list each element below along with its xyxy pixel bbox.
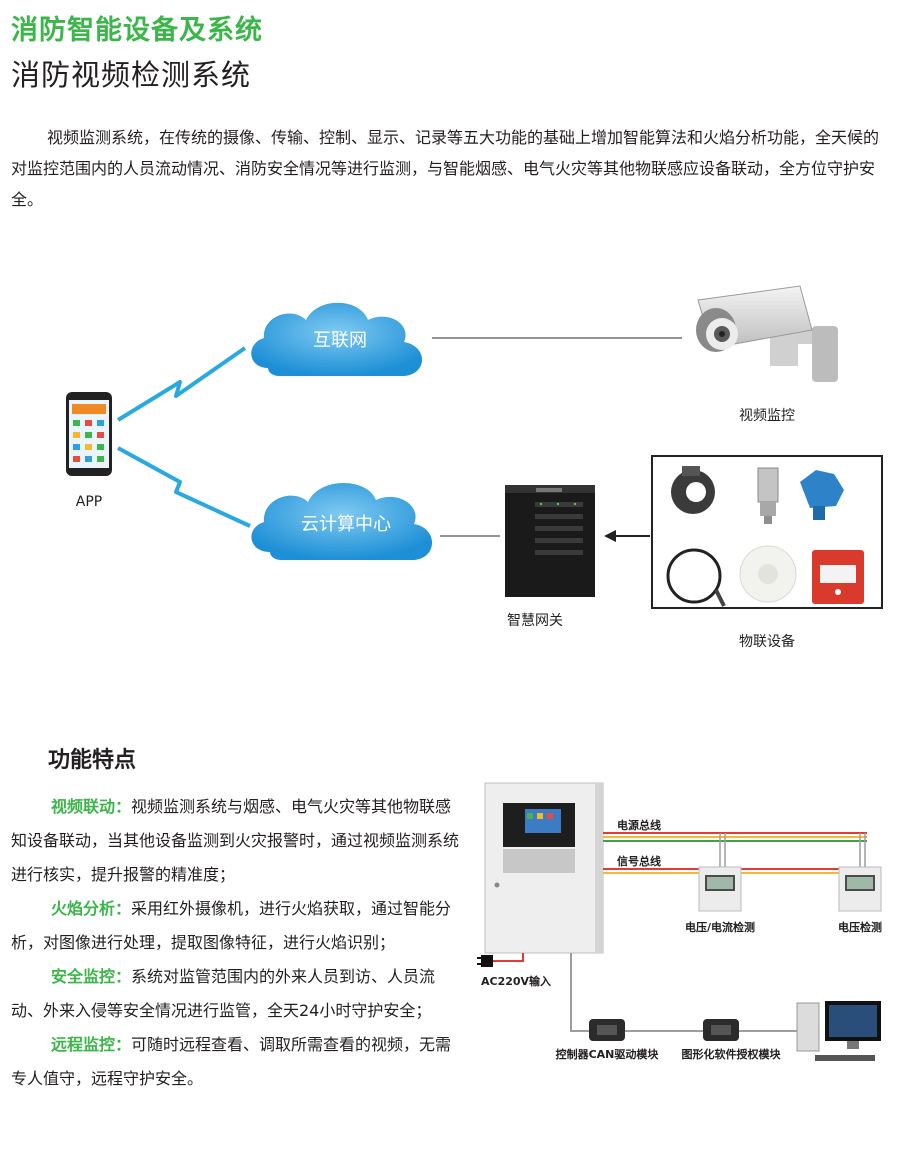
- computer-icon: [796, 1001, 881, 1061]
- feature-item-security-monitoring: 安全监控：系统对监管范围内的外来人员到访、人员流动、外来入侵等安全情况进行监管，…: [11, 960, 461, 1028]
- current-transformer-icon: [671, 466, 715, 514]
- intro-paragraph: 视频监测系统，在传统的摄像、传输、控制、显示、记录等五大功能的基础上增加智能算法…: [11, 128, 880, 209]
- pressure-sensor-icon: [757, 467, 779, 524]
- gateway-label: 智慧网关: [507, 613, 563, 629]
- gateway-icon: [505, 485, 595, 597]
- temperature-probe-icon: [666, 548, 726, 607]
- wireless-link-bottom-icon: [117, 446, 251, 528]
- feature-text: 视频监测系统与烟感、电气火灾等其他物联感知设备联动，当其他设备监测到火灾报警时，…: [11, 797, 460, 884]
- power-bus-lines: [603, 832, 867, 842]
- license-module-icon: [703, 1019, 739, 1041]
- features-list: 视频联动：视频监测系统与烟感、电气火灾等其他物联感知设备联动，当其他设备监测到火…: [11, 790, 461, 1096]
- arrow-left-icon: [604, 530, 616, 542]
- signal-bus-label: 信号总线: [617, 854, 661, 868]
- app-label: APP: [76, 494, 102, 510]
- gas-detector-icon: [800, 470, 844, 520]
- camera-icon: [696, 285, 838, 382]
- feature-text: 采用红外摄像机，进行火焰获取，通过智能分析，对图像进行处理，提取图像特征，进行火…: [11, 899, 452, 952]
- can-module-icon: [589, 1019, 625, 1041]
- category-title: 消防智能设备及系统: [11, 15, 263, 46]
- voltage-current-label: 电压/电流检测: [685, 920, 755, 934]
- page-title: 消防视频检测系统: [11, 58, 252, 92]
- wiring-diagram: 电源总线 信号总线 电压/电流检测 电压检测 AC220V输入 控制器CAN驱动…: [477, 782, 882, 1061]
- cloud-computing-icon: [251, 483, 432, 560]
- license-module-label: 图形化软件授权模块: [682, 1047, 782, 1061]
- internet-cloud-icon: [251, 302, 422, 376]
- plug-icon: [477, 955, 493, 967]
- controller-cabinet-icon: [484, 782, 604, 954]
- feature-text: 系统对监管范围内的外来人员到访、人员流动、外来入侵等安全情况进行监管，全天24小…: [11, 967, 436, 1020]
- feature-item-flame-analysis: 火焰分析：采用红外摄像机，进行火焰获取，通过智能分析，对图像进行处理，提取图像特…: [11, 892, 461, 960]
- wireless-link-top-icon: [116, 346, 247, 422]
- iot-devices-label: 物联设备: [739, 633, 795, 650]
- smoke-detector-icon: [739, 545, 797, 603]
- internet-cloud-label: 互联网: [313, 330, 367, 351]
- feature-text: 可随时远程查看、调取所需查看的视频，无需专人值守，远程守护安全。: [11, 1035, 452, 1088]
- feature-item-remote-monitoring: 远程监控：可随时远程查看、调取所需查看的视频，无需专人值守，远程守护安全。: [11, 1028, 461, 1096]
- feature-name: 火焰分析：: [51, 899, 132, 918]
- voltage-label: 电压检测: [838, 920, 882, 934]
- manual-alarm-icon: [812, 550, 864, 604]
- camera-label: 视频监控: [739, 408, 795, 424]
- feature-name: 视频联动：: [51, 797, 132, 816]
- power-bus-label: 电源总线: [617, 818, 661, 832]
- feature-item-video-linkage: 视频联动：视频监测系统与烟感、电气火灾等其他物联感知设备联动，当其他设备监测到火…: [11, 790, 461, 892]
- cloud-computing-label: 云计算中心: [301, 514, 391, 535]
- features-heading: 功能特点: [48, 748, 137, 773]
- app-phone-icon: [66, 392, 112, 476]
- ac-cable: [493, 953, 524, 962]
- voltage-meter-icon: [838, 866, 882, 912]
- ac-input-label: AC220V输入: [481, 974, 551, 988]
- feature-name: 安全监控：: [51, 967, 132, 986]
- voltage-current-meter-icon: [698, 866, 742, 912]
- feature-name: 远程监控：: [51, 1035, 132, 1054]
- can-module-label: 控制器CAN驱动模块: [556, 1047, 660, 1061]
- system-diagram: APP 互联网 云计算中心 视频监控: [66, 285, 883, 650]
